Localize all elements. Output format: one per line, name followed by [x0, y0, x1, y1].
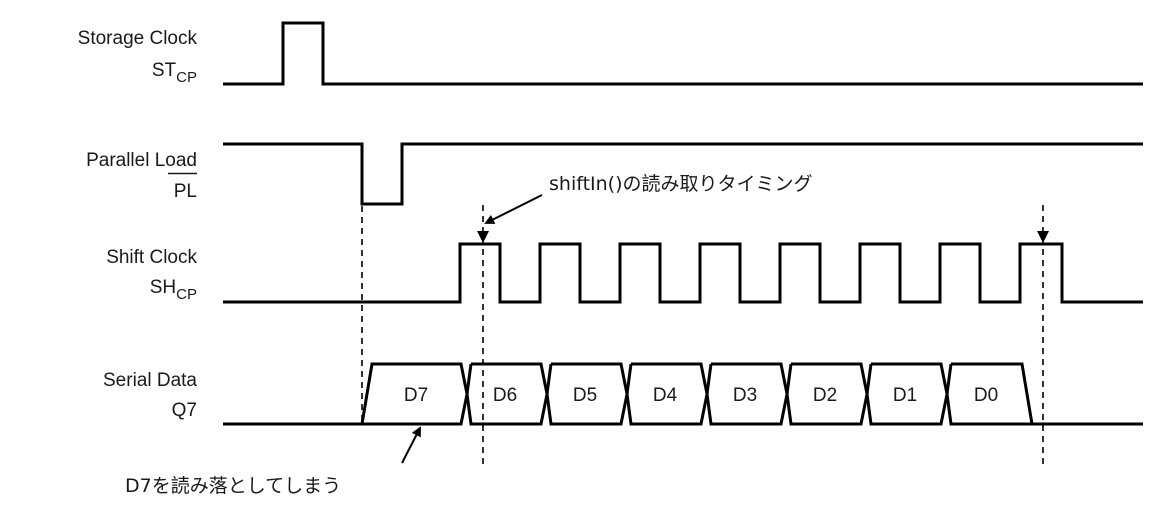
wave-serial-data: D7 D6 D5 D4 D3 D2 D1 D0 — [223, 362, 1143, 426]
signal-symbol: Q7 — [172, 400, 197, 421]
read-marker-icon — [477, 231, 489, 243]
label-storage-clock: Storage Clock STCP — [78, 28, 198, 86]
wave-shift-clock — [223, 242, 1143, 304]
bus-cell-d1 — [865, 362, 949, 426]
label-serial-data: Serial Data Q7 — [103, 370, 197, 421]
bus-bit-label: D5 — [573, 385, 597, 406]
signal-name: Serial Data — [103, 370, 197, 391]
signal-symbol: STCP — [152, 60, 197, 86]
wave-parallel-load — [223, 142, 1143, 206]
bus-cell-d7 — [360, 362, 469, 426]
bus-bit-label: D1 — [893, 385, 917, 406]
arrow-read-timing-icon — [484, 194, 543, 224]
signal-name: Parallel Load — [86, 150, 197, 171]
signal-symbol: PL — [174, 181, 197, 202]
bus-bit-label: D6 — [493, 385, 517, 406]
wave-storage-clock — [223, 21, 1143, 86]
bus-bit-label: D7 — [404, 385, 428, 406]
bus-bit-label: D4 — [653, 385, 678, 406]
bus-cell-d4 — [625, 362, 709, 426]
signal-symbol: SHCP — [150, 277, 197, 303]
read-marker-icon — [1037, 231, 1049, 243]
bus-cell-d2 — [785, 362, 869, 426]
bus-bit-label: D2 — [813, 385, 837, 406]
bus-bit-label: D0 — [974, 385, 998, 406]
bus-bit-label: D3 — [733, 385, 757, 406]
bus-cell-d5 — [545, 362, 629, 426]
annotation-read-timing: shiftIn()の読み取りタイミング — [549, 173, 813, 195]
annotation-missed-bit: D7を読み落としてしまう — [125, 475, 341, 497]
signal-name: Storage Clock — [78, 28, 198, 49]
signal-name: Shift Clock — [106, 247, 197, 268]
arrow-missed-bit-icon — [401, 426, 421, 464]
bus-cell-d3 — [705, 362, 789, 426]
bus-cell-d6 — [465, 362, 549, 426]
bus-cell-d0 — [945, 362, 1034, 426]
label-parallel-load: Parallel Load PL — [86, 150, 197, 202]
label-shift-clock: Shift Clock SHCP — [106, 247, 197, 303]
